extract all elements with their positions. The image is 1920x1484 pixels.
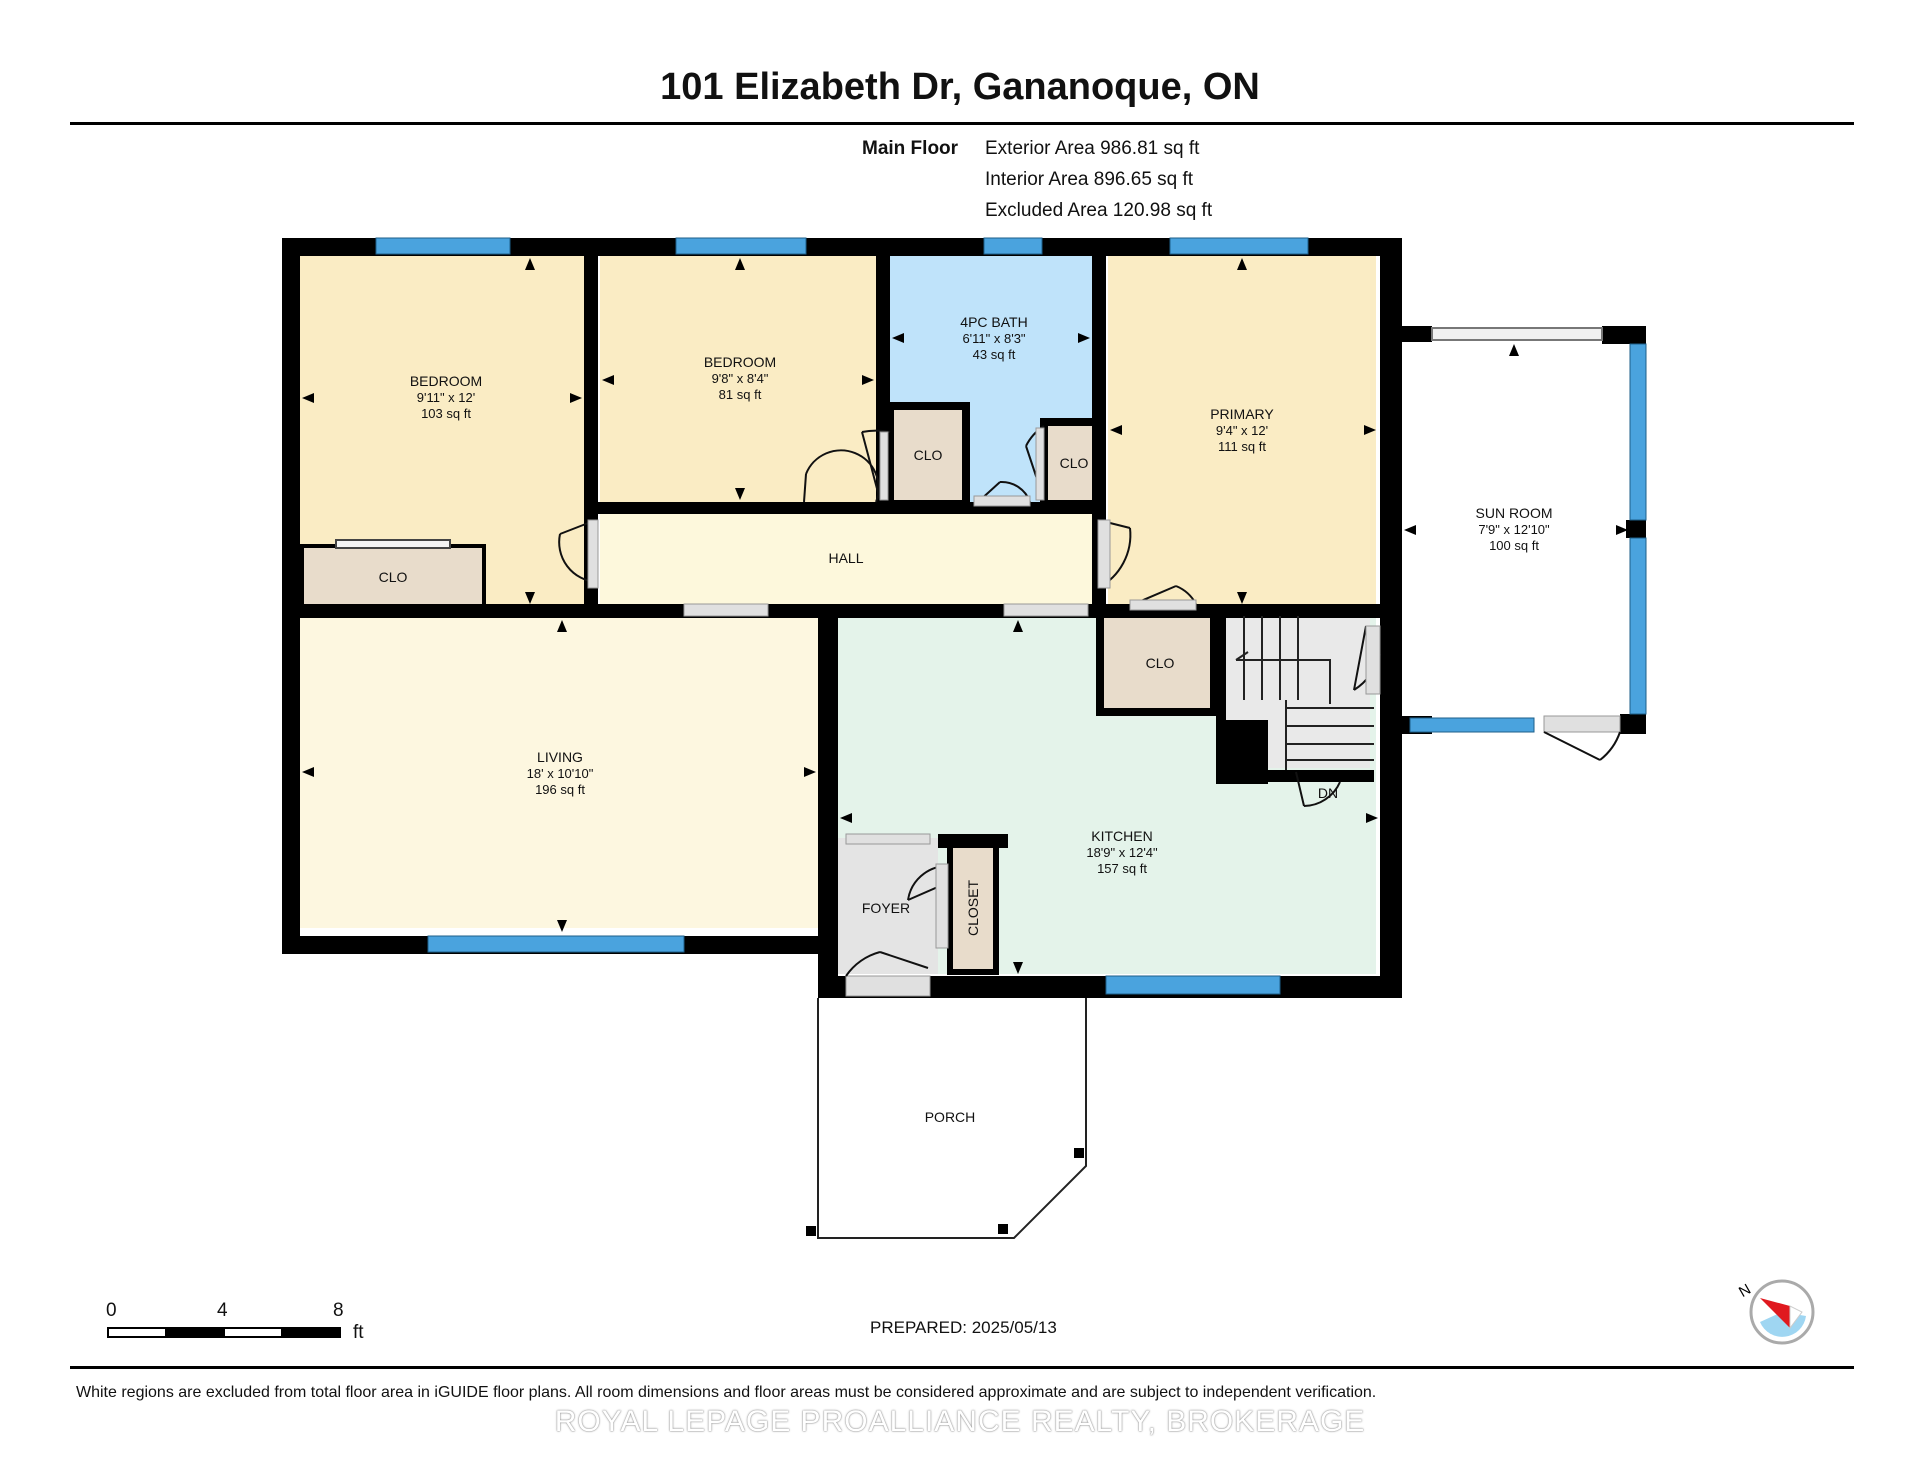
primary-area: 111 sq ft: [1218, 439, 1266, 454]
foyer-label: FOYER: [862, 900, 910, 916]
primary-name: PRIMARY: [1210, 406, 1274, 422]
excluded-area: Excluded Area 120.98 sq ft: [985, 200, 1213, 221]
bedroom2-closet-door-frame: [879, 431, 889, 501]
prepared-date: PREPARED: 2025/05/13: [870, 1318, 1057, 1337]
scale-bar: [107, 1327, 341, 1338]
hall-fill: [600, 514, 1096, 606]
kitchen-name: KITCHEN: [1091, 828, 1152, 844]
bedroom-1-name: BEDROOM: [410, 373, 482, 389]
bedroom-2-name: BEDROOM: [704, 354, 776, 370]
footer-divider: [70, 1366, 1854, 1369]
scale-tick-0: 0: [106, 1300, 117, 1321]
porch-label: PORCH: [925, 1109, 976, 1125]
hall-closet-door-frame: [1129, 599, 1197, 611]
bedroom-1-area: 103 sq ft: [421, 406, 471, 421]
hall-closet-label: CLO: [1146, 655, 1175, 671]
primary-closet-label: CLO: [1060, 455, 1089, 471]
living-name: LIVING: [537, 749, 583, 765]
disclaimer: White regions are excluded from total fl…: [76, 1384, 1377, 1401]
kitchen-area: 157 sq ft: [1097, 861, 1147, 876]
stairs: [1235, 616, 1374, 770]
sunroom-name: SUN ROOM: [1476, 505, 1553, 521]
scale-unit: ft: [353, 1322, 364, 1343]
stairs-down-label: DN: [1318, 785, 1338, 801]
bedroom1-closet-door: [335, 539, 451, 549]
hall-label: HALL: [828, 550, 863, 566]
floor-label: Main Floor: [862, 138, 959, 159]
bath-door-frame: [973, 495, 1031, 507]
title-divider: [70, 122, 1854, 125]
bedroom-2-area: 81 sq ft: [719, 387, 762, 402]
living-fill: [300, 618, 818, 928]
porch-post: [806, 1226, 816, 1236]
primary-fill: [1108, 256, 1376, 606]
primary-dims: 9'4" x 12': [1216, 423, 1268, 438]
dimension-arrows: [302, 258, 1628, 974]
scale-tick-8: 8: [333, 1300, 344, 1321]
bedroom-2-dims: 9'8" x 8'4": [712, 371, 769, 386]
page-title: 101 Elizabeth Dr, Gananoque, ON: [660, 66, 1260, 108]
sunroom-top-window: [1431, 327, 1603, 341]
openings: [683, 603, 1621, 997]
foyer-fill: [838, 838, 938, 974]
bath-dims: 6'11" x 8'3": [962, 331, 1025, 346]
bedroom-2-closet-label: CLO: [914, 447, 943, 463]
north-compass-icon: [1749, 1279, 1815, 1345]
porch-post: [998, 1224, 1008, 1234]
primary-closet-door-frame: [1035, 427, 1045, 501]
living-area: 196 sq ft: [535, 782, 585, 797]
interior-area: Interior Area 896.65 sq ft: [985, 169, 1194, 190]
exterior-area: Exterior Area 986.81 sq ft: [985, 138, 1200, 159]
stairs-door-frame: [1365, 625, 1381, 695]
scale-tick-4: 4: [217, 1300, 228, 1321]
bedroom1-door-frame: [587, 519, 599, 589]
bedroom-1-dims: 9'11" x 12': [417, 390, 476, 405]
compass-north-label: N: [1736, 1281, 1754, 1301]
foyer-closet-door-frame: [935, 863, 949, 949]
bath-name: 4PC BATH: [960, 314, 1027, 330]
bedroom-2-fill: [600, 256, 878, 506]
bath-area: 43 sq ft: [973, 347, 1016, 362]
windows: [375, 237, 1647, 995]
sunroom-area: 100 sq ft: [1489, 538, 1539, 553]
bedroom-1-closet-label: CLO: [379, 569, 408, 585]
closet-label: CLOSET: [965, 880, 981, 936]
hall-door-frame: [1097, 519, 1111, 589]
porch-outline: [817, 998, 1087, 1239]
kitchen-dims: 18'9" x 12'4": [1086, 845, 1158, 860]
watermark: ROYAL LEPAGE PROALLIANCE REALTY, BROKERA…: [554, 1405, 1366, 1438]
living-dims: 18' x 10'10": [527, 766, 594, 781]
sunroom-dims: 7'9" x 12'10": [1478, 522, 1550, 537]
porch-post: [1074, 1148, 1084, 1158]
